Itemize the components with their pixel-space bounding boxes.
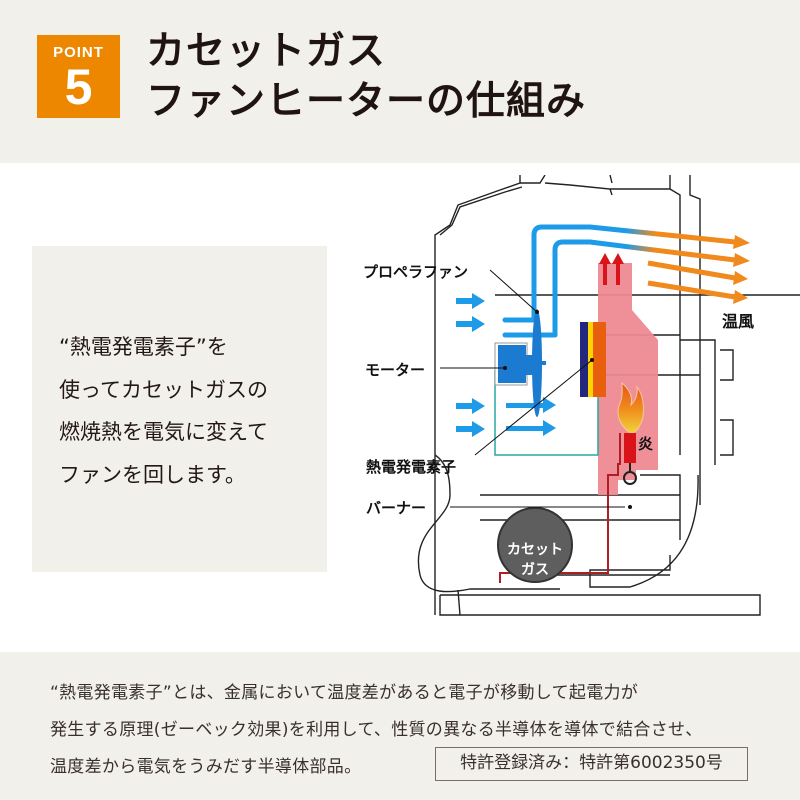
summary-line: 燃焼熱を電気に変えて (59, 420, 268, 444)
summary-text: “熱電発電素子”を使ってカセットガスの燃焼熱を電気に変えてファンを回します。 (59, 326, 268, 496)
heat-chamber (598, 263, 658, 495)
label-thermoelectric-element: 熱電発電素子 (366, 458, 457, 476)
burner-icon (624, 433, 636, 463)
title-line-1: カセットガス (146, 29, 387, 74)
motor-icon (494, 342, 546, 386)
label-propeller-fan: プロペラファン (363, 263, 469, 281)
propeller-fan-icon (532, 309, 542, 417)
summary-line: 使ってカセットガスの (59, 377, 268, 402)
summary-line: ファンを回します。 (59, 462, 246, 487)
page-title: カセットガス ファンヒーターの仕組み (146, 27, 586, 127)
heat-up-arrow-icon (599, 253, 624, 285)
point-badge: POINT 5 (37, 35, 120, 118)
badge-number: 5 (64, 59, 93, 115)
label-flame: 炎 (638, 435, 654, 453)
footer-line: 発生する原理(ゼーベック効果)を利用して、性質の異なる半導体を導体で結合させ、 (50, 720, 703, 740)
label-burner: バーナー (366, 499, 427, 517)
heater-diagram (417, 175, 800, 616)
footer-note: “熱電発電素子”とは、金属において温度差があると電子が移動して起電力が 発生する… (0, 652, 800, 800)
label-cassette-gas: カセット ガス (502, 540, 568, 580)
flame-icon (617, 381, 644, 434)
badge-label: POINT (53, 44, 104, 61)
footer-line: “熱電発電素子”とは、金属において温度差があると電子が移動して起電力が (50, 683, 639, 703)
summary-line: “熱電発電素子”を (59, 335, 228, 359)
cassette-gas-icon (497, 507, 573, 583)
warm-air-arrows (589, 224, 750, 304)
label-motor: モーター (365, 361, 426, 379)
gas-label-line-1: カセット (507, 542, 563, 558)
label-warm-air: 温風 (722, 312, 755, 331)
patent-badge: 特許登録済み：特許第6002350号 (435, 747, 748, 781)
summary-panel: “熱電発電素子”を使ってカセットガスの燃焼熱を電気に変えてファンを回します。 (32, 246, 327, 572)
title-line-2: ファンヒーターの仕組み (146, 79, 587, 124)
gas-label-line-2: ガス (521, 562, 549, 578)
header-band: POINT 5 カセットガス ファンヒーターの仕組み (0, 0, 800, 163)
air-intake-arrow-icon (456, 293, 556, 437)
footer-line: 温度差から電気をうみだす半導体部品。 (50, 757, 362, 777)
